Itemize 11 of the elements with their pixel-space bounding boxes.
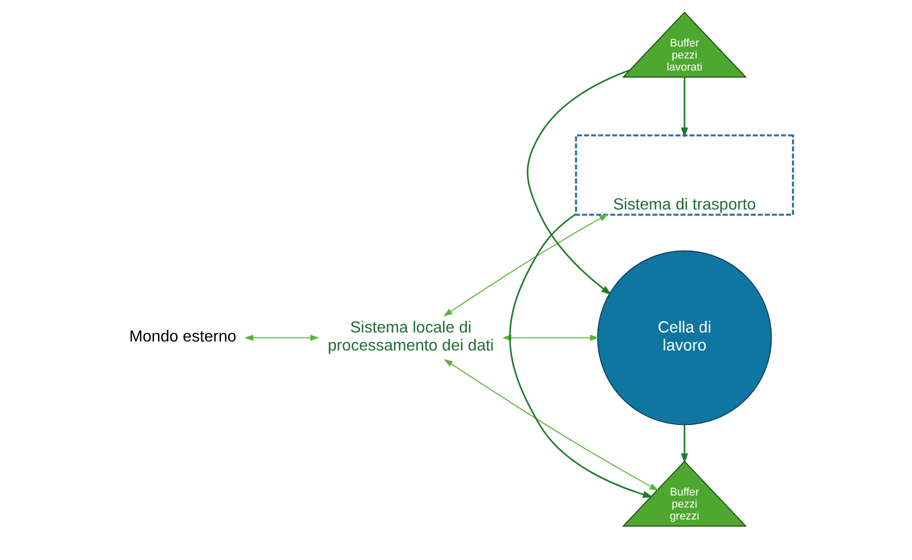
arrow [526,70,630,295]
node-circle: Cella di lavoro [596,250,772,426]
arrow [244,334,319,341]
arrow [442,214,608,316]
arrow [508,213,653,498]
node-text: Mondo esterno [128,328,236,346]
arrow [443,359,658,491]
arrow [680,425,688,464]
node-text: Sistema locale di processamento dei dati [327,318,494,355]
arrow [680,77,688,138]
node-box: Sistema di trasporto [574,134,794,216]
